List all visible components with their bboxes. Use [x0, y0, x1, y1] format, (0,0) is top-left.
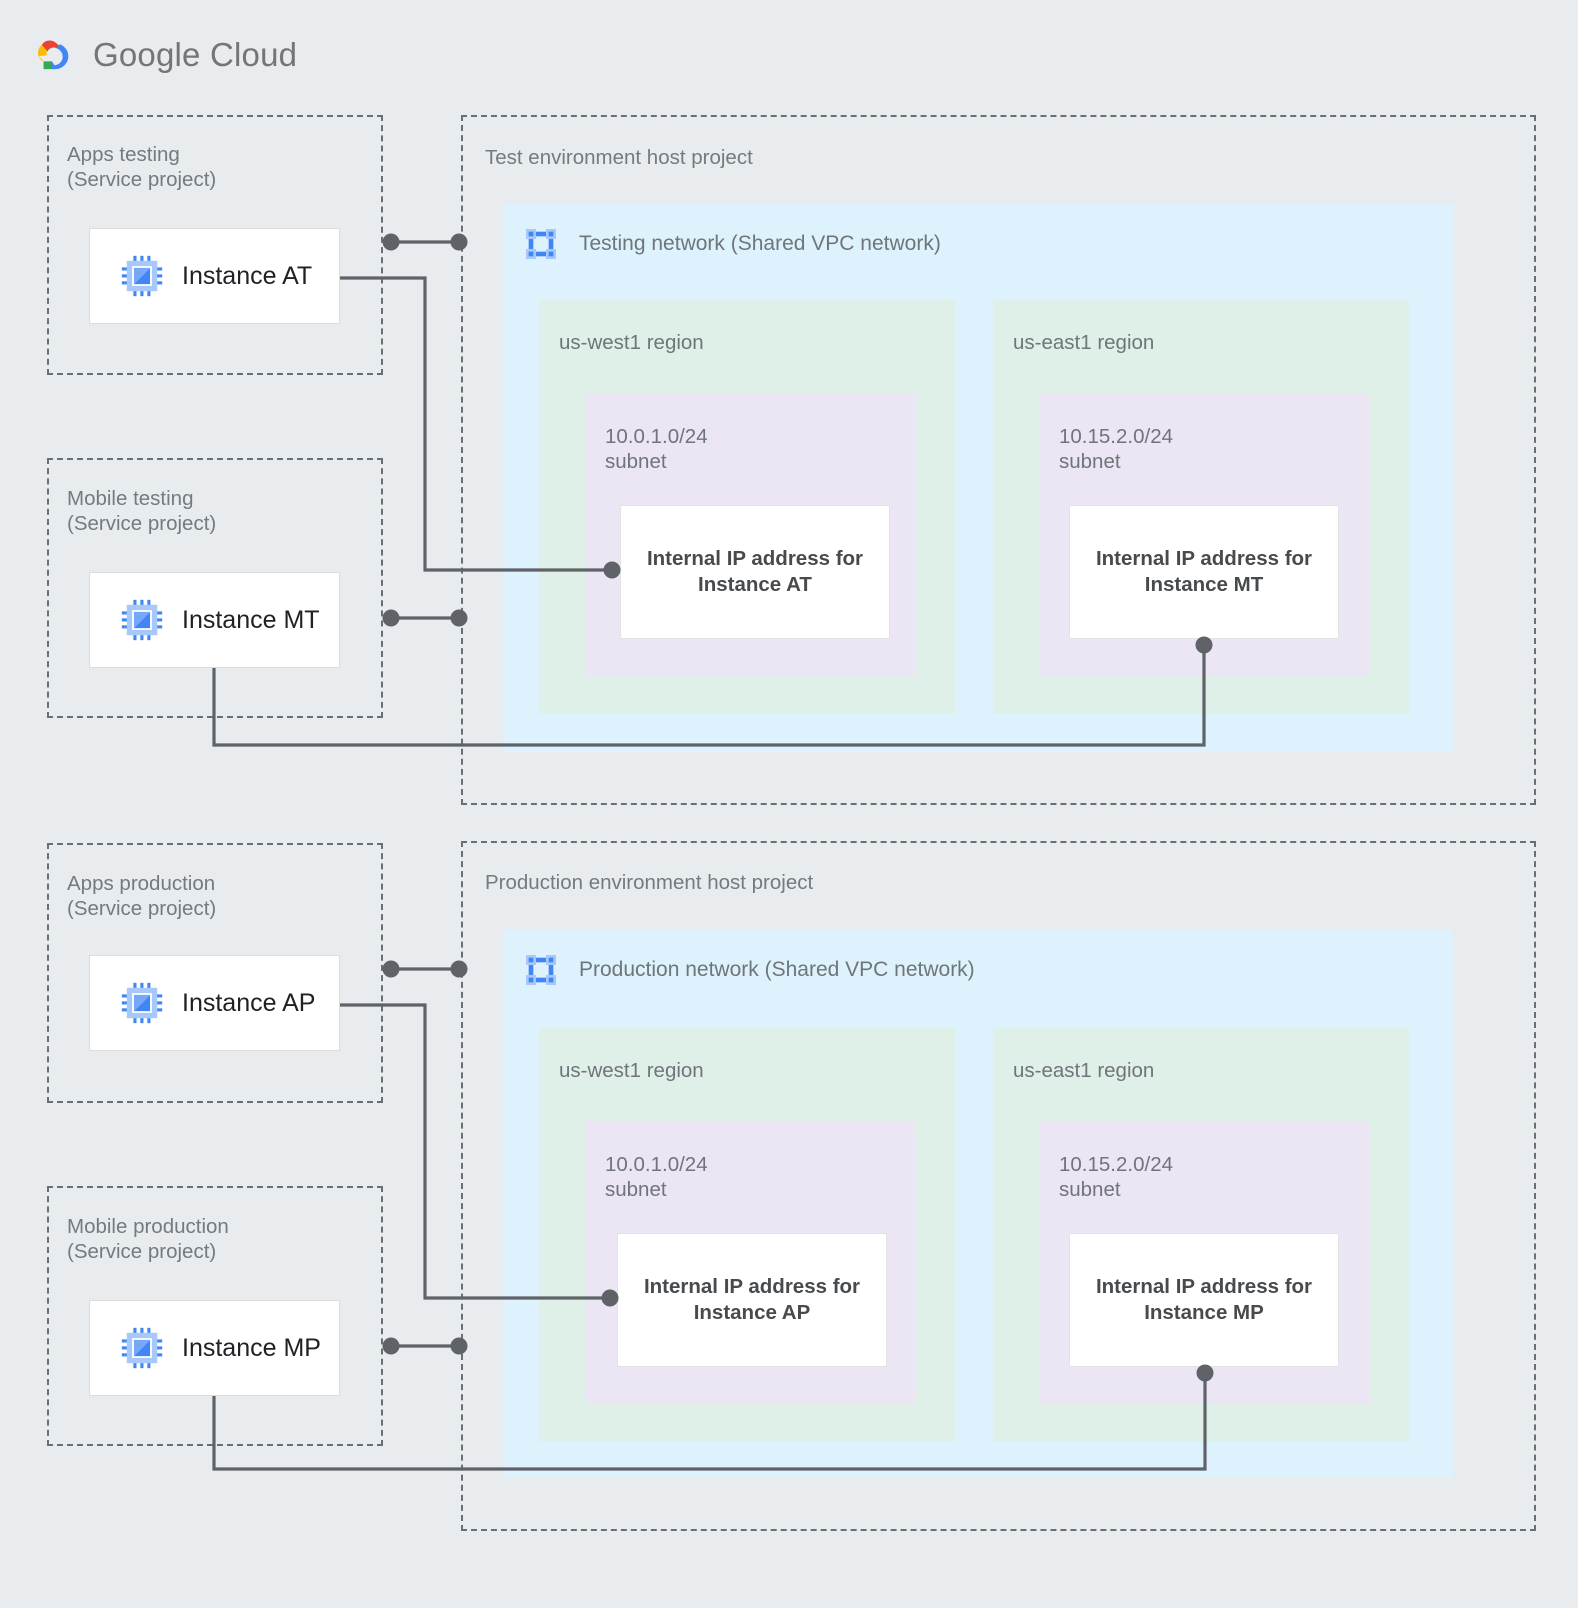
ip-card-instance-at[interactable]: Internal IP address for Instance AT	[620, 505, 890, 639]
service-project-apps-production-label: Apps production (Service project)	[67, 872, 217, 920]
compute-instance-icon	[121, 1327, 163, 1369]
vpc-header-testing-network: Testing network (Shared VPC network)	[521, 224, 941, 264]
logo-text-bold: Google	[93, 36, 201, 73]
instance-card-at[interactable]: Instance AT	[89, 228, 340, 324]
vpc-header-production-network: Production network (Shared VPC network)	[521, 950, 975, 990]
subnet-label-test-us-west1: 10.0.1.0/24 subnet	[605, 425, 708, 473]
subnet-label-test-us-east1: 10.15.2.0/24 subnet	[1059, 425, 1173, 473]
instance-label-mt: Instance MT	[182, 605, 320, 634]
instance-card-mp[interactable]: Instance MP	[89, 1300, 340, 1396]
region-label-prod-us-east1: us-east1 region	[1013, 1059, 1155, 1082]
ip-card-text-instance-at: Internal IP address for Instance AT	[646, 547, 864, 596]
host-project-production-environment-label: Production environment host project	[485, 871, 814, 894]
vpc-network-icon	[526, 229, 556, 259]
host-project-test-environment-label: Test environment host project	[485, 146, 753, 169]
region-label-prod-us-west1: us-west1 region	[559, 1059, 704, 1082]
compute-instance-icon	[121, 255, 163, 297]
ip-card-text-instance-mp: Internal IP address for Instance MP	[1095, 1275, 1313, 1324]
instance-card-ap[interactable]: Instance AP	[89, 955, 340, 1051]
compute-instance-icon	[121, 982, 163, 1024]
region-label-test-us-west1: us-west1 region	[559, 331, 704, 354]
service-project-mobile-production-label: Mobile production (Service project)	[67, 1215, 229, 1263]
connector-ap-boundary	[382, 960, 468, 978]
compute-instance-icon	[121, 599, 163, 641]
connector-mp-boundary	[382, 1337, 468, 1355]
ip-card-instance-mt[interactable]: Internal IP address for Instance MT	[1069, 505, 1339, 639]
vpc-title-production-network: Production network (Shared VPC network)	[579, 958, 975, 981]
region-label-test-us-east1: us-east1 region	[1013, 331, 1155, 354]
connector-mt-boundary	[382, 609, 468, 627]
connector-at-boundary	[382, 233, 468, 251]
service-project-mobile-testing-label: Mobile testing (Service project)	[67, 487, 217, 535]
logo-text-light: Cloud	[200, 36, 298, 73]
service-project-apps-testing	[47, 115, 383, 375]
ip-card-instance-mp[interactable]: Internal IP address for Instance MP	[1069, 1233, 1339, 1367]
google-cloud-logo-icon	[37, 40, 69, 70]
vpc-network-icon	[526, 955, 556, 985]
ip-card-text-instance-ap: Internal IP address for Instance AP	[643, 1275, 861, 1324]
logo-text: Google Cloud	[93, 36, 297, 74]
instance-card-mt[interactable]: Instance MT	[89, 572, 340, 668]
service-project-apps-production	[47, 843, 383, 1103]
instance-label-at: Instance AT	[182, 261, 313, 290]
vpc-title-testing-network: Testing network (Shared VPC network)	[579, 232, 941, 255]
subnet-label-prod-us-east1: 10.15.2.0/24 subnet	[1059, 1153, 1173, 1201]
subnet-label-prod-us-west1: 10.0.1.0/24 subnet	[605, 1153, 708, 1201]
instance-label-ap: Instance AP	[182, 988, 316, 1017]
ip-card-text-instance-mt: Internal IP address for Instance MT	[1095, 547, 1313, 596]
instance-label-mp: Instance MP	[182, 1333, 321, 1362]
ip-card-instance-ap[interactable]: Internal IP address for Instance AP	[617, 1233, 887, 1367]
service-project-apps-testing-label: Apps testing (Service project)	[67, 143, 217, 191]
google-cloud-logo: Google Cloud	[33, 36, 297, 74]
